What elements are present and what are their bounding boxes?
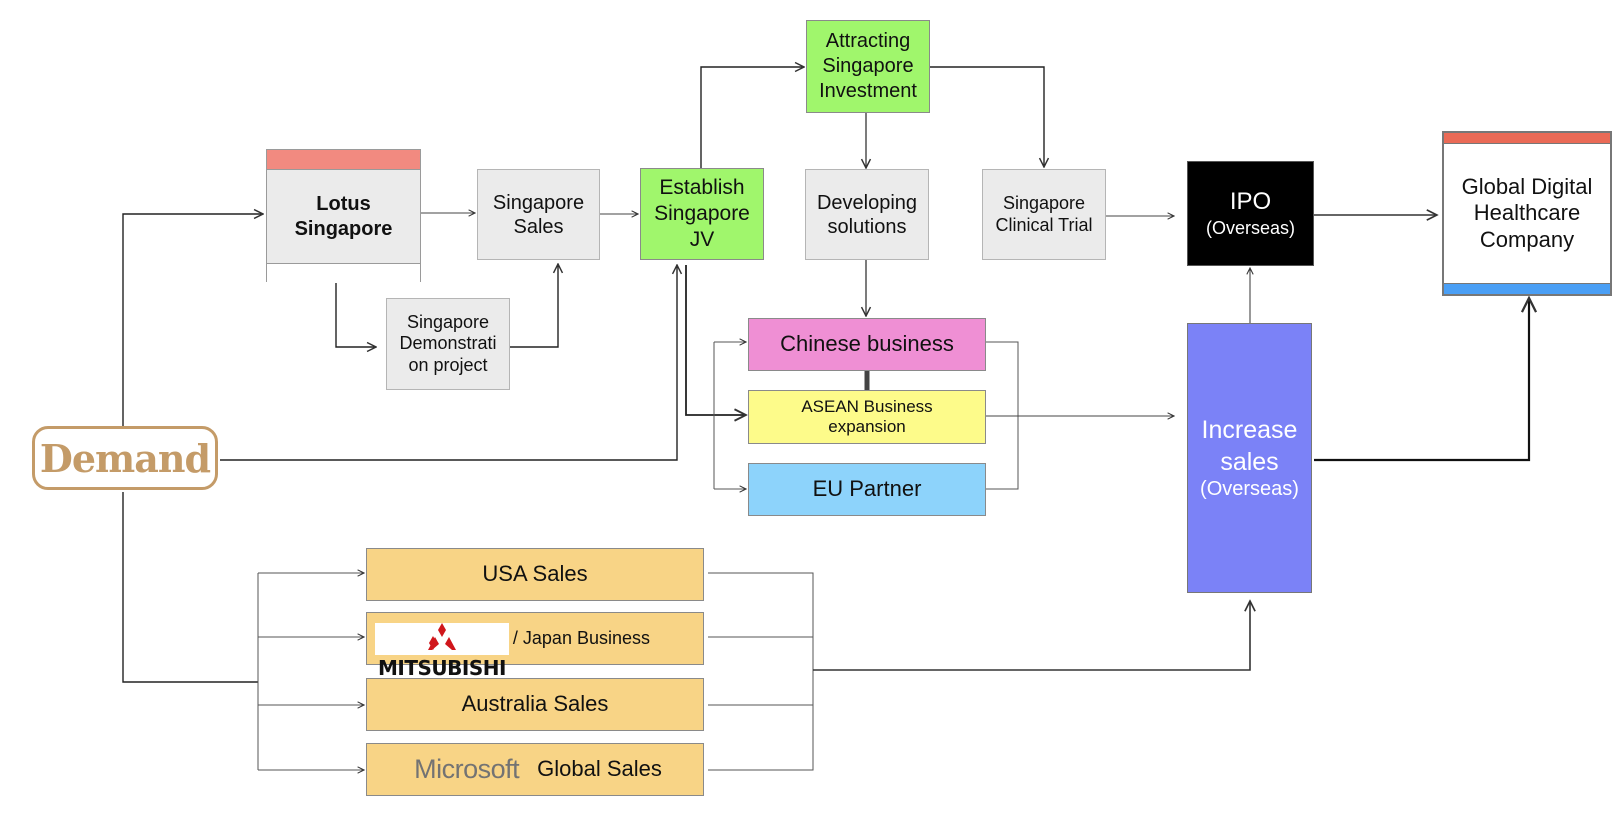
ipo-sublabel: (Overseas): [1205, 218, 1295, 238]
increase-sales-node: Increase sales (Overseas): [1187, 323, 1312, 593]
demo-line2: Demonstrati: [399, 333, 497, 354]
mitsubishi-logo-icon: MITSUBISHI: [375, 622, 509, 680]
mitsubishi-diamonds-icon: [427, 622, 456, 650]
developing-line1: Developing: [816, 191, 918, 214]
demo-line1: Singapore: [406, 311, 490, 332]
australia-sales-node: Australia Sales: [366, 678, 704, 731]
chinese-label: Chinese business: [780, 331, 954, 357]
demo-line3: on project: [408, 354, 488, 375]
connector-investment-trial: [929, 66, 1044, 167]
eu-partner-node: EU Partner: [748, 463, 986, 516]
connector-sales-increase: [813, 601, 1250, 671]
investment-line3: Investment: [819, 80, 917, 102]
mitsubishi-text: MITSUBISHI: [378, 656, 506, 681]
increase-line1: Increase: [1201, 416, 1298, 445]
trial-line1: Singapore: [1002, 192, 1086, 213]
lotus-footer-bar: [267, 263, 420, 283]
microsoft-text: Microsoft: [414, 754, 520, 785]
establish-jv-node: Establish Singapore JV: [640, 168, 764, 260]
lotus-label-line2: Singapore: [294, 217, 393, 240]
connector-lotus-demo: [335, 283, 376, 347]
developing-line2: solutions: [827, 215, 907, 238]
connector-demand-lotus: [122, 214, 263, 426]
eu-label: EU Partner: [812, 476, 922, 502]
demand-label: Demand: [39, 435, 211, 481]
asean-line1: ASEAN Business: [801, 396, 933, 416]
japan-label: / Japan Business: [512, 627, 650, 648]
demand-node: Demand: [32, 426, 218, 490]
global-healthcare-node: Global Digital Healthcare Company: [1442, 131, 1612, 296]
usa-sales-node: USA Sales: [366, 548, 704, 601]
global-line2: Healthcare: [1473, 200, 1581, 226]
global-line3: Company: [1479, 226, 1575, 252]
attracting-investment-node: Attracting Singapore Investment: [806, 20, 930, 113]
global-header-bar: [1444, 133, 1610, 144]
global-sales-node: Microsoft Global Sales: [366, 743, 704, 796]
ipo-label: IPO: [1229, 188, 1272, 215]
connector-jv-investment: [700, 67, 804, 168]
clinical-trial-node: Singapore Clinical Trial: [982, 169, 1106, 260]
jv-line2: Singapore: [654, 201, 750, 225]
investment-line1: Attracting: [825, 30, 911, 52]
singapore-sales-line1: Singapore: [492, 191, 585, 214]
lotus-label-line1: Lotus: [316, 192, 371, 215]
investment-line2: Singapore: [822, 55, 914, 77]
singapore-sales-node: Singapore Sales: [477, 169, 600, 260]
japan-business-node: MITSUBISHI / Japan Business: [366, 612, 704, 680]
lotus-singapore-node: Lotus Singapore: [266, 149, 421, 283]
global-sales-label: Global Sales: [537, 756, 662, 782]
australia-label: Australia Sales: [461, 691, 609, 717]
trial-line2: Clinical Trial: [995, 214, 1093, 235]
jv-line3: JV: [689, 228, 715, 252]
ipo-node: IPO (Overseas): [1187, 161, 1314, 266]
connector-demand-jv: [220, 265, 677, 461]
lotus-header-bar: [267, 150, 420, 170]
connector-sales-merge: [708, 572, 814, 771]
singapore-sales-line2: Sales: [513, 215, 564, 238]
global-footer-bar: [1444, 283, 1610, 294]
usa-label: USA Sales: [482, 561, 588, 587]
increase-line2: sales: [1220, 447, 1279, 476]
developing-solutions-node: Developing solutions: [805, 169, 929, 260]
chinese-business-node: Chinese business: [748, 318, 986, 371]
connector-increase-global: [1314, 298, 1529, 462]
increase-sublabel: (Overseas): [1200, 477, 1299, 500]
asean-business-node: ASEAN Business expansion: [748, 390, 986, 444]
connector-jv-asean: [685, 265, 746, 415]
singapore-demo-node: Singapore Demonstrati on project: [386, 298, 510, 390]
jv-line1: Establish: [659, 175, 745, 199]
connector-demo-sales: [510, 264, 558, 348]
connector-demand-sales: [122, 492, 258, 683]
global-line1: Global Digital: [1461, 173, 1593, 199]
asean-line2: expansion: [828, 417, 906, 436]
